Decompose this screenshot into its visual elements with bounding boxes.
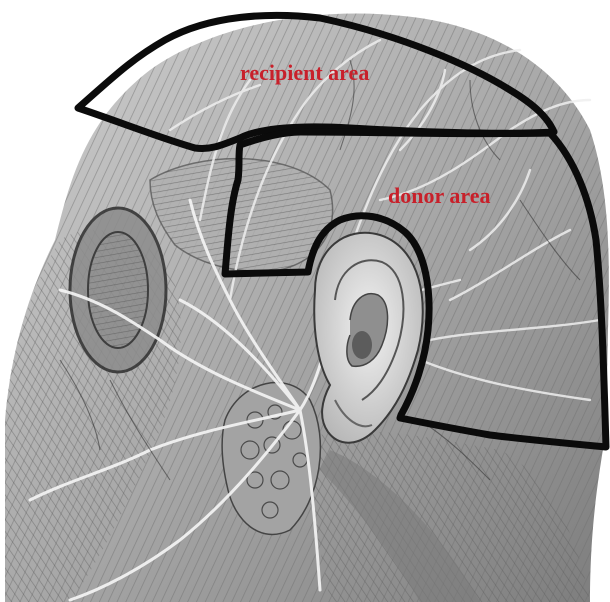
orbit-inner: [88, 232, 148, 348]
recipient-area-label: recipient area: [240, 60, 369, 85]
donor-area-label: donor area: [388, 183, 490, 208]
